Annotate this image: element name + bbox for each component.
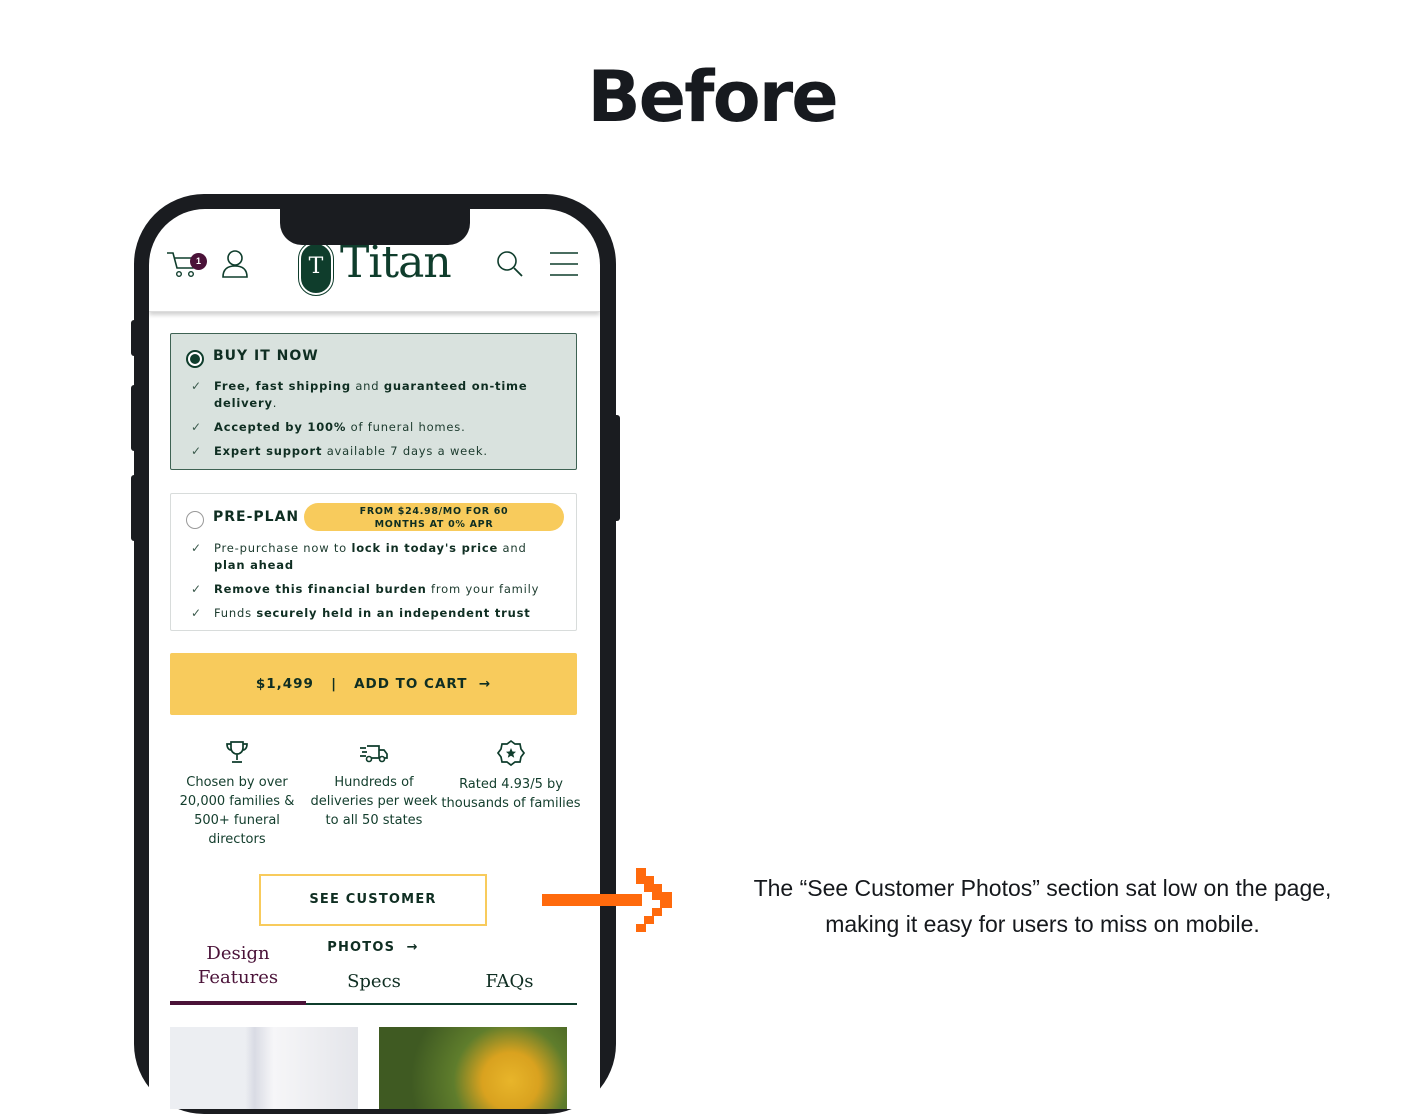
benefit-item: ✓Pre-purchase now to lock in today's pri… [191,541,527,572]
check-icon: ✓ [191,379,202,393]
check-icon: ✓ [191,444,202,458]
brand-name[interactable]: Titan [340,237,452,288]
financing-badge: FROM $24.98/MO FOR 60 MONTHS AT 0% APR [304,503,564,531]
benefit-item: ✓Funds securely held in an independent t… [191,606,531,620]
page-heading: Before [587,56,838,138]
annotation-text: The “See Customer Photos” section sat lo… [753,875,1332,937]
radio-selected[interactable] [186,350,204,368]
price: $1,499 [255,676,314,692]
product-image[interactable] [170,1027,358,1109]
trophy-icon [226,741,248,763]
cart-icon[interactable]: 1 [165,249,207,286]
arrow-right-icon: → [406,940,419,955]
buy-it-now-option[interactable]: BUY IT NOW ✓Free, fast shipping and guar… [170,333,577,470]
check-icon: ✓ [191,420,202,434]
button-label: SEE CUSTOMER PHOTOS [309,892,437,955]
separator: | [331,676,337,692]
truck-icon [360,745,388,763]
benefit-item: ✓Expert support available 7 days a week. [191,444,488,458]
tab-faqs[interactable]: FAQs [485,971,534,992]
arrow-right-icon: → [478,676,492,692]
phone-side-button [612,415,620,521]
feature-item: Chosen by over 20,000 families & 500+ fu… [167,739,307,849]
cart-count-badge: 1 [190,253,207,270]
star-badge-icon [497,739,525,767]
titan-logo-emblem: T [298,241,334,296]
check-icon: ✓ [191,541,202,555]
add-to-cart-button[interactable]: $1,499 | ADD TO CART → [170,653,577,715]
see-customer-photos-button[interactable]: SEE CUSTOMER PHOTOS → [259,874,487,955]
tab-design-features[interactable]: Design Features [197,943,279,988]
flowers-image[interactable] [379,1027,567,1109]
benefit-item: ✓Remove this financial burden from your … [191,582,540,596]
search-icon[interactable] [495,249,525,284]
phone-notch [280,209,470,245]
tabs-underline [170,1003,577,1005]
menu-icon[interactable] [550,251,578,282]
pre-plan-option[interactable]: PRE-PLAN FROM $24.98/MO FOR 60 MONTHS AT… [170,493,577,631]
feature-item: Hundreds of deliveries per week to all 5… [304,739,444,830]
add-to-cart-label: ADD TO CART [354,676,468,692]
option-title: PRE-PLAN [213,509,300,525]
tab-specs[interactable]: Specs [347,971,401,992]
account-icon[interactable] [221,249,249,284]
check-icon: ✓ [191,582,202,596]
active-tab-indicator [170,1001,306,1005]
benefit-item: ✓Free, fast shipping and guaranteed on-t… [191,379,528,410]
arrow-right-icon [542,868,672,932]
option-title: BUY IT NOW [213,348,319,364]
site-header: 1 T Titan [149,209,600,312]
radio-unselected[interactable] [186,511,204,529]
phone-screen: 1 T Titan BUY IT NOW ✓Free, fast shippin… [149,209,600,1109]
feature-item: Rated 4.93/5 by thousands of families [441,739,581,813]
benefit-item: ✓Accepted by 100% of funeral homes. [191,420,466,434]
check-icon: ✓ [191,606,202,620]
